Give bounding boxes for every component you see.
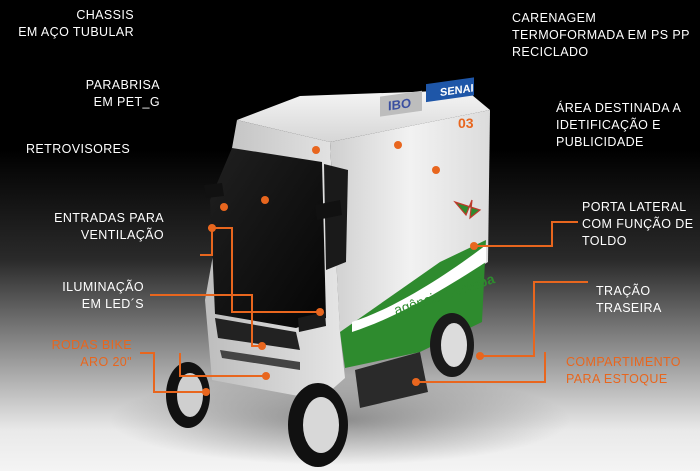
rear-wheel bbox=[430, 313, 474, 377]
label-carenagem: CARENAGEM TERMOFORMADA EM PS PP RECICLAD… bbox=[512, 10, 698, 61]
label-chassis: CHASSIS EM AÇO TUBULAR bbox=[10, 7, 134, 41]
front-wheel-right bbox=[288, 383, 348, 467]
dot-chassis bbox=[312, 146, 320, 154]
dot-rodas bbox=[202, 388, 210, 396]
label-compartimento: COMPARTIMENTO PARA ESTOQUE bbox=[566, 354, 700, 388]
dot-iluminacao bbox=[258, 342, 266, 350]
dot-parabrisa bbox=[261, 196, 269, 204]
vehicle-number: 03 bbox=[458, 115, 474, 131]
label-rodas-bike: RODAS BIKE ARO 20" bbox=[2, 337, 132, 371]
dot-compartimento bbox=[412, 378, 420, 386]
callout-line-entradas bbox=[200, 228, 212, 255]
dot-entradas bbox=[208, 224, 216, 232]
label-retrovisores: RETROVISORES bbox=[26, 141, 156, 158]
dot-porta bbox=[470, 242, 478, 250]
label-tracao-traseira: TRAÇÃO TRASEIRA bbox=[596, 283, 696, 317]
label-entradas-ventilacao: ENTRADAS PARA VENTILAÇÃO bbox=[14, 210, 164, 244]
callout-line-porta bbox=[474, 222, 578, 246]
side-mirror bbox=[204, 183, 224, 198]
dot-entradas-2 bbox=[316, 308, 324, 316]
label-porta-lateral: PORTA LATERAL COM FUNÇÃO DE TOLDO bbox=[582, 199, 700, 250]
dot-area bbox=[432, 166, 440, 174]
dot-tracao bbox=[476, 352, 484, 360]
dot-retrovisores bbox=[220, 203, 228, 211]
dot-rodas-2 bbox=[262, 372, 270, 380]
label-iluminacao: ILUMINAÇÃO EM LED´S bbox=[26, 279, 144, 313]
windshield bbox=[210, 148, 326, 328]
dot-carenagem bbox=[394, 141, 402, 149]
label-area: ÁREA DESTINADA A IDETIFICAÇÃO E PUBLICID… bbox=[556, 100, 700, 151]
callout-line-tracao bbox=[480, 282, 588, 356]
label-parabrisa: PARABRISA EM PET_G bbox=[60, 77, 160, 111]
